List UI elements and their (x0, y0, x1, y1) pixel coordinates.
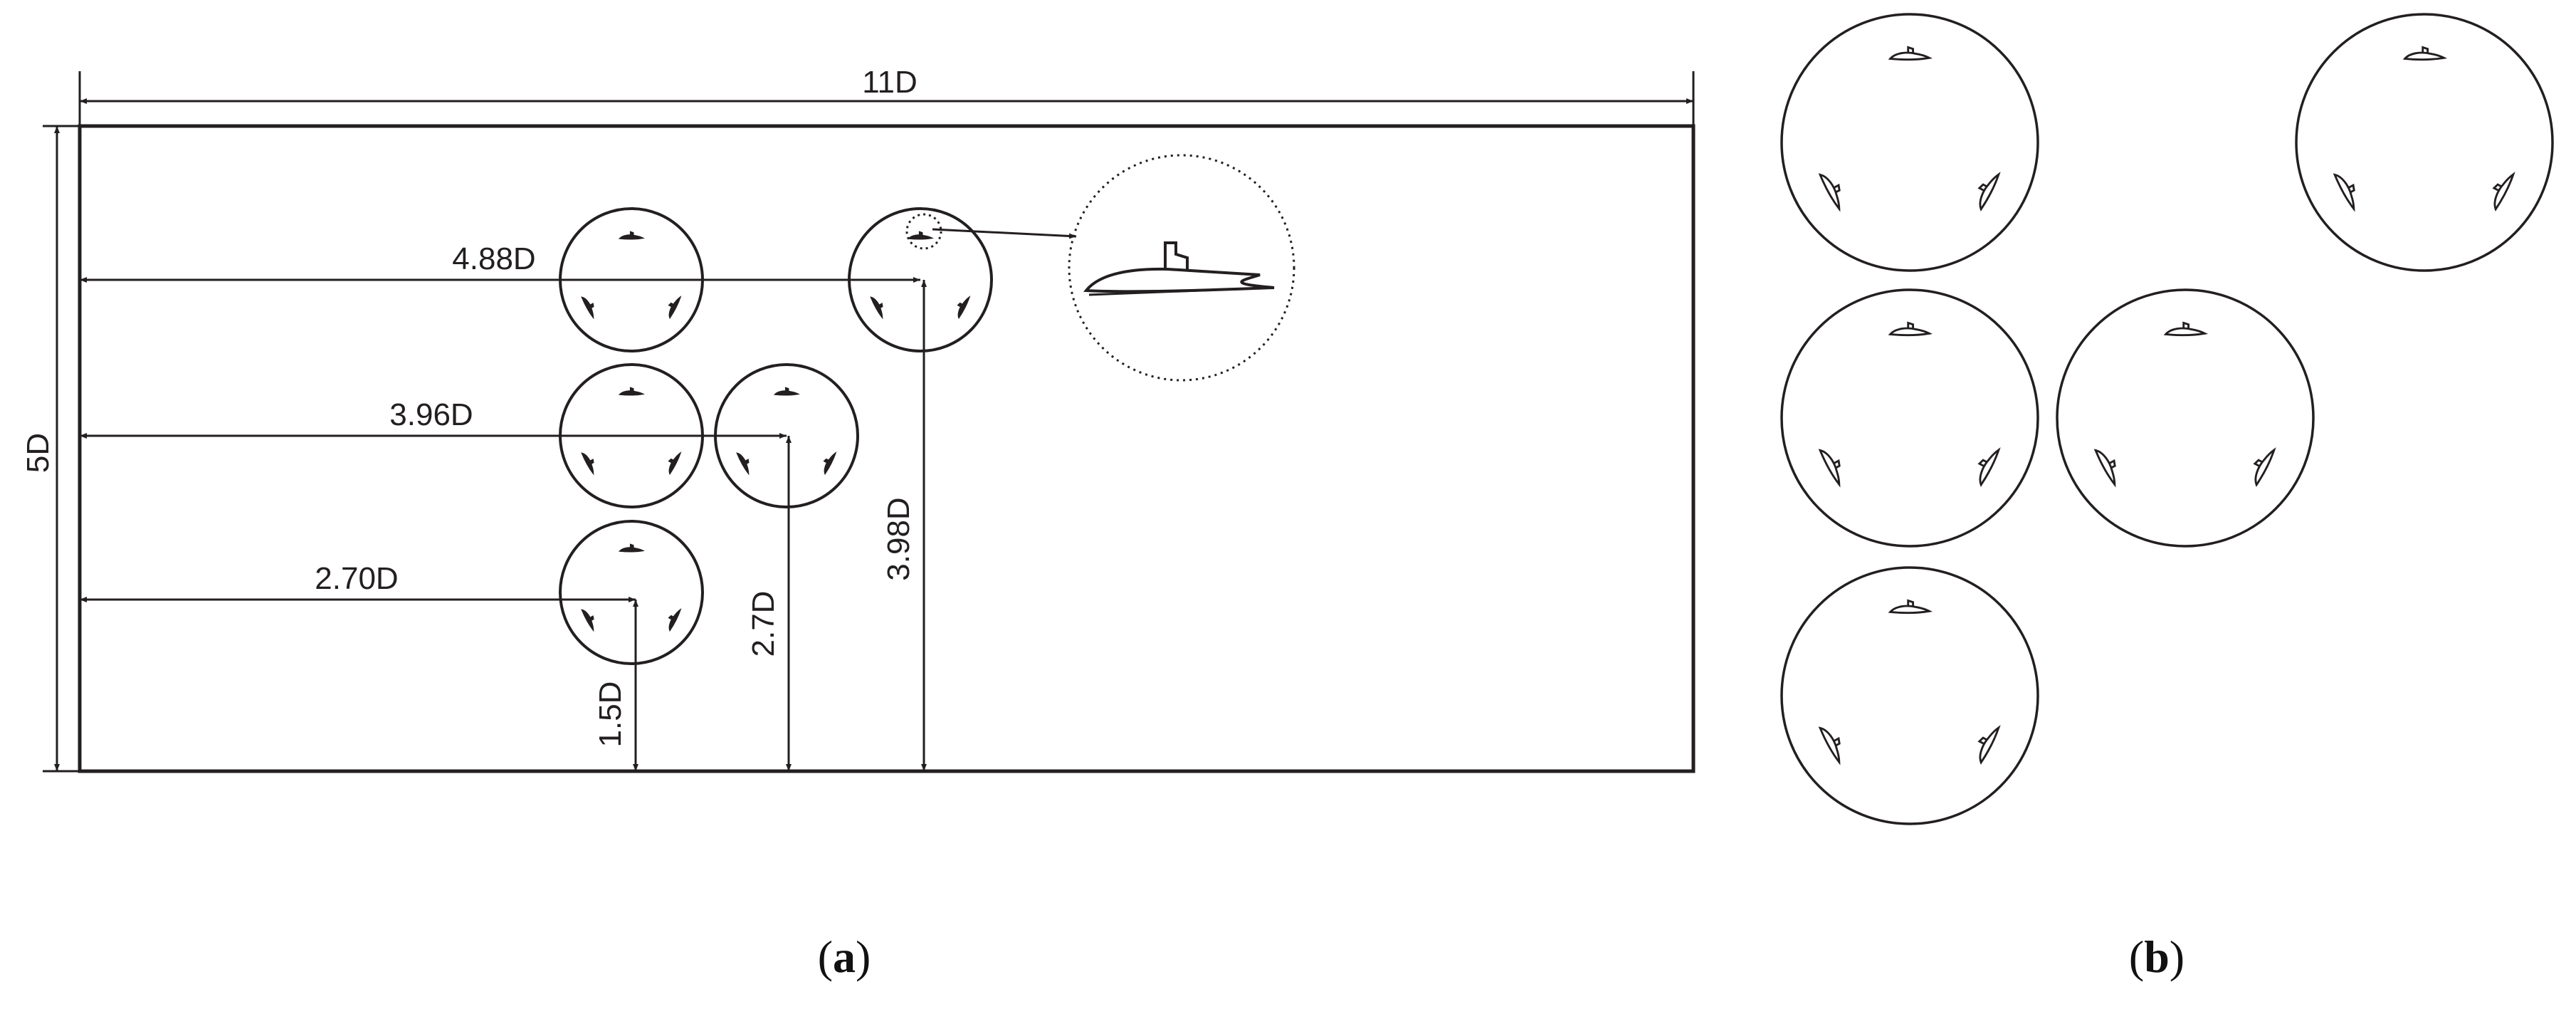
vertical-dim-label-2: 2.7D (746, 591, 781, 657)
computational-domain (78, 124, 1696, 773)
width-label: 11D (862, 65, 917, 100)
vertical-dim-label-1: 1.5D (593, 681, 628, 748)
blade-detail-callout (905, 154, 1295, 382)
turbine-a-5 (560, 521, 703, 664)
vertical-dimension-3: 3.98D (881, 280, 927, 771)
vertical-dimension-2: 2.7D (746, 436, 792, 771)
turbine-b-1 (1782, 14, 2038, 271)
caption-a-letter: a (833, 931, 856, 982)
height-dimension: 5D (21, 125, 80, 773)
caption-b: (b) (2129, 931, 2185, 982)
horizontal-dim-label-3: 2.70D (315, 561, 398, 596)
turbine-b-2 (2296, 14, 2553, 271)
panel-b: (b) (1782, 14, 2553, 982)
turbine-b-4 (2057, 290, 2313, 546)
horizontal-dimension-2: 3.96D (80, 397, 787, 439)
horizontal-dim-label-2: 3.96D (389, 397, 473, 432)
panel-a: 11D 5D 4.88D 3.96D 2.70D (21, 65, 1696, 982)
vertical-dimension-1: 1.5D (593, 600, 638, 771)
turbine-b-5 (1782, 568, 2038, 824)
width-dimension: 11D (78, 65, 1695, 126)
horizontal-dimension-3: 2.70D (80, 561, 636, 602)
vertical-dim-label-3: 3.98D (881, 497, 916, 580)
horizontal-dim-label-1: 4.88D (452, 241, 535, 276)
turbine-b-3 (1782, 290, 2038, 546)
height-label: 5D (21, 433, 56, 473)
horizontal-dimension-1: 4.88D (80, 241, 920, 283)
caption-b-letter: b (2144, 931, 2170, 982)
blade-zoom-airfoil (1083, 241, 1275, 296)
caption-a: (a) (818, 931, 871, 982)
